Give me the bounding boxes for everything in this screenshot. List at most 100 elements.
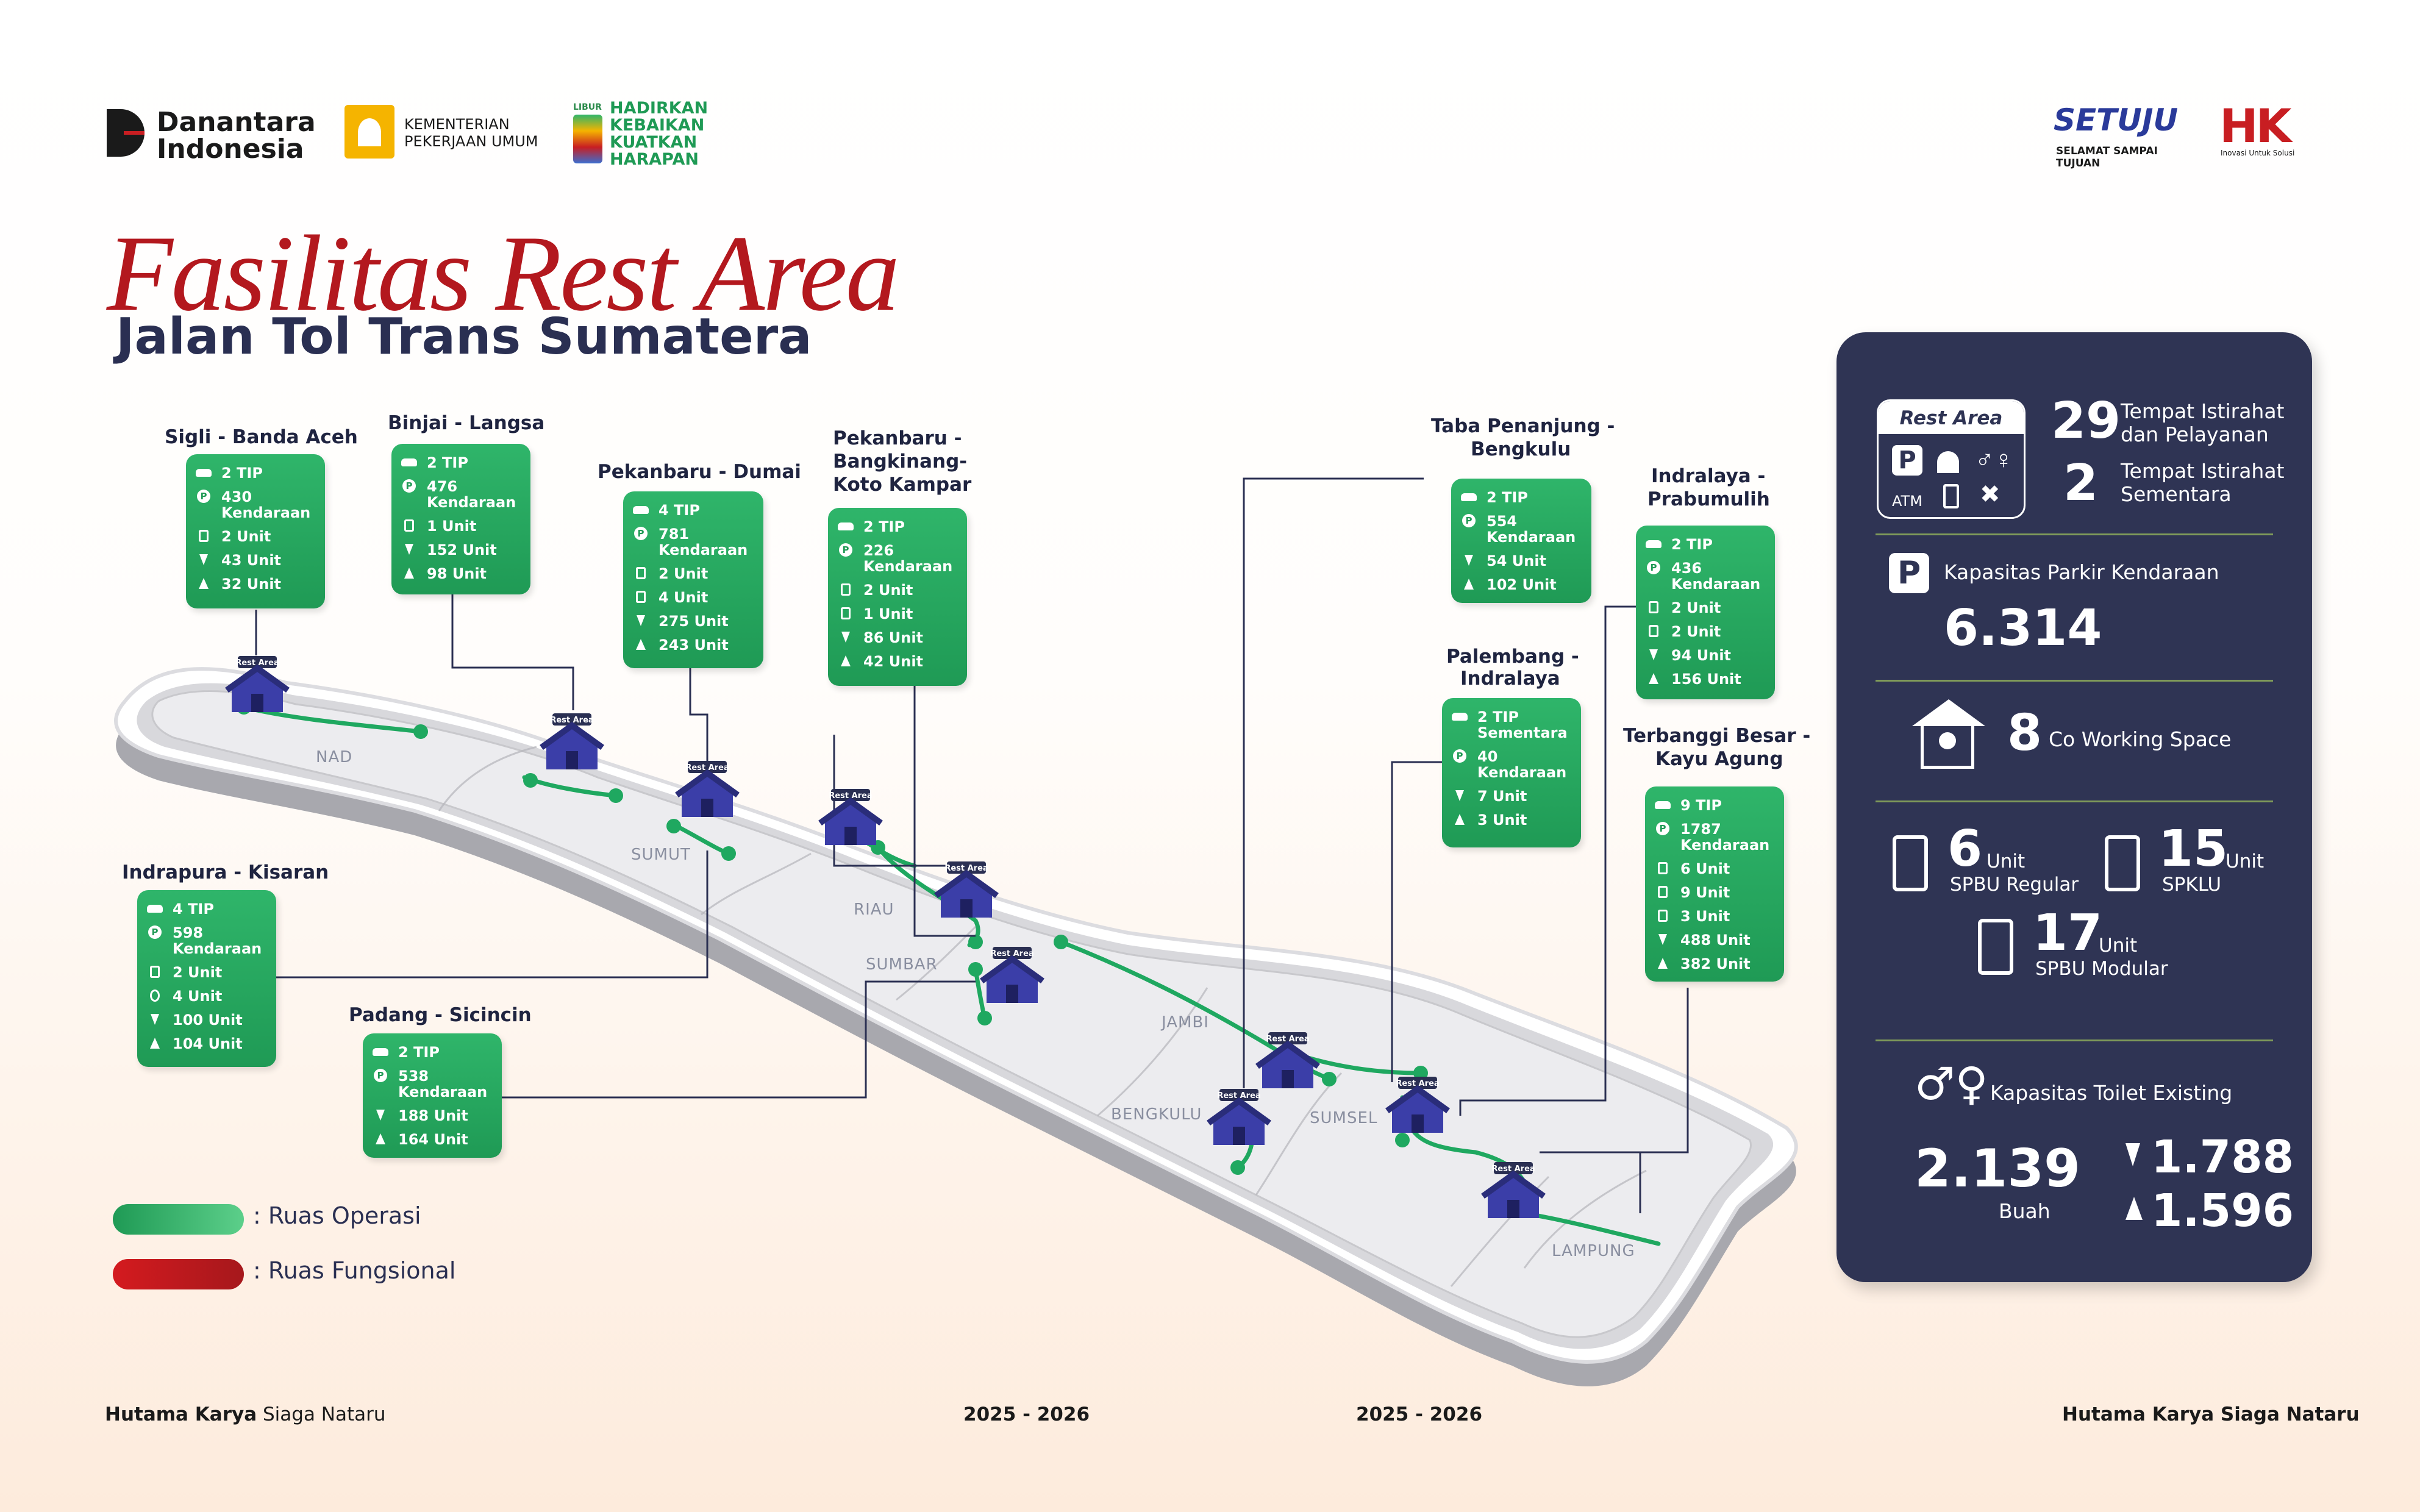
parking-label: Kapasitas Parkir Kendaraan (1944, 560, 2219, 584)
rest-area-badge: Rest Area P ♂♀ ATM ✖ (1877, 399, 2026, 519)
car-icon (838, 519, 854, 533)
rest-area-marker[interactable]: Rest Area (1385, 1077, 1450, 1133)
libur-mark-icon (573, 115, 602, 163)
rest-area-marker[interactable]: Rest Area (225, 656, 290, 712)
fuel-pump-icon (838, 606, 854, 621)
fuel-pump-icon (633, 566, 649, 580)
libur-l2: KEBAIKAN (610, 116, 705, 135)
libur-l3: KUATKAN (610, 133, 698, 152)
fuel-pump-icon (196, 529, 212, 543)
footer-left-bold: Hutama Karya (105, 1403, 257, 1425)
parking-icon: P (1655, 821, 1671, 836)
region-riau: RIAU (854, 900, 894, 919)
footer-right: Hutama Karya Siaga Nataru (2062, 1403, 2360, 1425)
hk-mark: HK (2219, 99, 2291, 153)
parking-icon: P (633, 526, 649, 541)
divider (1876, 801, 2273, 802)
parking-value: 6.314 (1944, 599, 2102, 657)
parking-icon: P (147, 925, 163, 940)
spbu-label: SPBU Regular (1950, 874, 2079, 896)
libur-small: LIBUR (573, 102, 602, 112)
toilet-men-icon (147, 1012, 163, 1027)
parking-icon: P (373, 1068, 388, 1083)
pu-line2: PEKERJAAN UMUM (404, 133, 538, 150)
svg-text:Rest Area: Rest Area (944, 864, 988, 873)
cowork-icon (147, 988, 163, 1003)
toilet-women-icon (1452, 812, 1468, 827)
fuel-pump-icon (633, 590, 649, 604)
svg-text:Rest Area: Rest Area (550, 716, 593, 725)
rest-area-marker[interactable]: Rest Area (1255, 1032, 1320, 1088)
parking-icon: P (1646, 560, 1662, 575)
rest-area-marker[interactable]: Rest Area (675, 761, 740, 817)
rest-area-marker[interactable]: Rest Area (934, 861, 999, 918)
rest-area-marker[interactable]: Rest Area (1207, 1089, 1271, 1145)
rest-area-markers: Rest Area Rest Area Rest Area Rest Area (225, 656, 1546, 1218)
tip-label-1: Tempat Istirahat (2121, 399, 2285, 423)
fuel-pump-icon (147, 965, 163, 979)
pu-line1: KEMENTERIAN (404, 116, 510, 133)
spbu-modular-icon (1978, 919, 2013, 975)
libur-l4: HARAPAN (610, 150, 699, 169)
rest-area-marker[interactable]: Rest Area (1481, 1162, 1546, 1218)
car-icon (373, 1044, 388, 1059)
region-sumsel: SUMSEL (1310, 1109, 1377, 1127)
car-icon (1461, 490, 1477, 504)
libur-logo: LIBUR HADIRKAN KEBAIKAN KUATKAN HARAPAN (573, 99, 713, 169)
danantara-line2: Indonesia (157, 134, 304, 165)
segment-title-prabumulih-1: Indralaya - (1651, 465, 1766, 487)
toilet-women-icon (1461, 577, 1477, 591)
rest-area-marker[interactable]: Rest Area (980, 947, 1044, 1003)
svg-text:Rest Area: Rest Area (1491, 1164, 1535, 1174)
car-icon (1655, 797, 1671, 812)
segment-title-terbanggi-1: Terbanggi Besar - (1623, 725, 1811, 747)
fuel-pump-icon (1646, 624, 1662, 638)
toilet-icon: ♂♀ (1915, 1058, 1988, 1110)
segment-title-sigli: Sigli - Banda Aceh (165, 426, 358, 448)
region-lampung: LAMPUNG (1552, 1242, 1635, 1260)
fuel-pump-icon (1655, 861, 1671, 875)
modular-label: SPBU Modular (2035, 958, 2168, 980)
fuel-pump-icon (1646, 600, 1662, 615)
page-title: Fasilitas Rest Area (107, 213, 900, 333)
svg-text:Rest Area: Rest Area (829, 791, 872, 801)
car-icon (196, 465, 212, 480)
modular-unit: Unit (2099, 935, 2138, 957)
toilet-men-icon (373, 1108, 388, 1122)
toilet-women-icon (2126, 1197, 2143, 1220)
danantara-line1: Danantara (157, 107, 316, 138)
toilet-men-icon (1461, 553, 1477, 568)
car-icon (1452, 709, 1468, 724)
fuel-pump-icon (1655, 885, 1671, 899)
toilet-women-icon (838, 654, 854, 668)
toilet-men-icon (633, 613, 649, 628)
toilet-women-icon (196, 576, 212, 591)
divider (1876, 533, 2273, 535)
parking-icon: P (401, 479, 417, 493)
spbu-icon (1893, 835, 1928, 891)
toilet-unit: Buah (1999, 1199, 2051, 1223)
legend-label-fungsional: : Ruas Fungsional (253, 1257, 456, 1284)
rest-area-marker[interactable]: Rest Area (818, 789, 883, 845)
tis-label-1: Tempat Istirahat (2121, 459, 2285, 483)
toilet-men-icon (196, 552, 212, 567)
region-jambi: JAMBI (1160, 1013, 1209, 1032)
pu-logo: KEMENTERIAN PEKERJAAN UMUM (344, 105, 546, 163)
segment-title-palembang-2: Indralaya (1460, 668, 1560, 690)
svg-text:Rest Area: Rest Area (990, 949, 1033, 958)
toilet-men-icon (1646, 647, 1662, 662)
toilet-men-icon (1452, 788, 1468, 803)
spklu-icon (2105, 835, 2140, 891)
rest-area-marker[interactable]: Rest Area (540, 713, 604, 769)
region-sumbar: SUMBAR (866, 955, 938, 974)
